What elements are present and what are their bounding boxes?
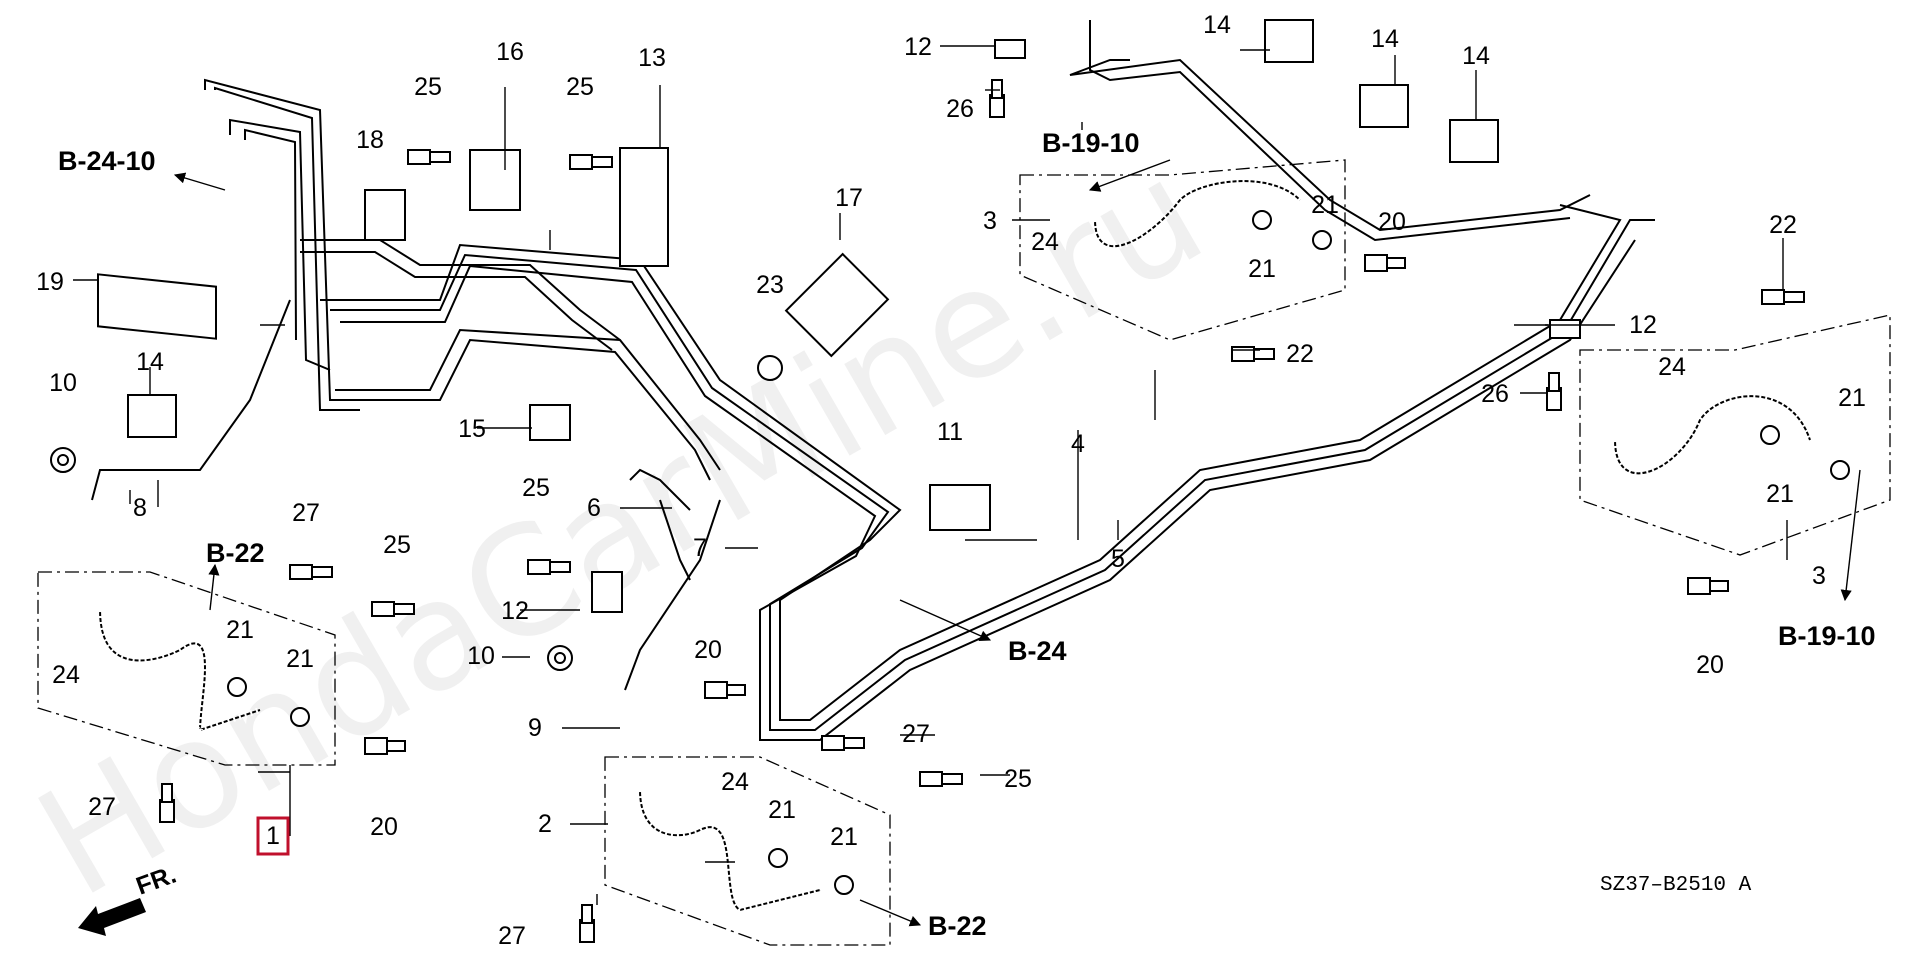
hose-assembly-3-lower-box (1579, 314, 1891, 556)
callout-16: 16 (496, 38, 524, 66)
callout-25e: 25 (1004, 765, 1032, 793)
callout-25b: 25 (566, 73, 594, 101)
callout-23: 23 (756, 271, 784, 299)
callout-6: 6 (587, 494, 601, 522)
diagram-code: SZ37–B2510 A (1600, 874, 1752, 897)
callout-20b: 20 (694, 636, 722, 664)
callout-8: 8 (133, 494, 147, 522)
callout-7: 7 (693, 534, 707, 562)
callout-18: 18 (356, 126, 384, 154)
callout-27d: 27 (498, 922, 526, 950)
callout-27b: 27 (88, 793, 116, 821)
callout-20a: 20 (370, 813, 398, 841)
callout-22a: 22 (1286, 340, 1314, 368)
hose-assembly-2-box (604, 756, 891, 946)
hose-assembly-1-box (37, 571, 336, 766)
callout-15: 15 (458, 415, 486, 443)
callout-3a: 3 (983, 207, 997, 235)
callout-21h: 21 (1838, 384, 1866, 412)
ref-b-19-10-upper[interactable]: B-19-10 (1042, 128, 1140, 158)
callout-14b: 14 (1371, 25, 1399, 53)
brake-line-bundle (91, 20, 1655, 741)
callout-12b: 12 (1629, 311, 1657, 339)
callout-10b: 10 (467, 642, 495, 670)
callout-14c: 14 (1462, 42, 1490, 70)
callout-26b: 26 (1481, 380, 1509, 408)
ref-b-19-10-right[interactable]: B-19-10 (1778, 621, 1876, 651)
callout-1-highlight (256, 816, 290, 856)
callout-2: 2 (538, 810, 552, 838)
part-glyphs (50, 19, 1850, 943)
callout-21g: 21 (1766, 480, 1794, 508)
callout-labels: 1 2 3 3 4 5 6 7 8 9 10 10 11 12 12 12 13… (36, 11, 1866, 950)
callout-21f: 21 (1311, 191, 1339, 219)
callout-11: 11 (937, 418, 963, 446)
callout-5: 5 (1111, 545, 1125, 573)
callout-4: 4 (1071, 430, 1085, 458)
callout-9: 9 (528, 714, 542, 742)
callout-19: 19 (36, 268, 64, 296)
callout-1: 1 (266, 822, 280, 850)
callout-14a: 14 (1203, 11, 1231, 39)
ref-b-24[interactable]: B-24 (1008, 636, 1067, 666)
callout-24c: 24 (1031, 228, 1059, 256)
callout-10a: 10 (49, 369, 77, 397)
callout-12a: 12 (904, 33, 932, 61)
callout-21c: 21 (768, 796, 796, 824)
callout-25a: 25 (414, 73, 442, 101)
callout-22b: 22 (1769, 211, 1797, 239)
callout-13: 13 (638, 44, 666, 72)
callout-20c: 20 (1378, 208, 1406, 236)
callout-24b: 24 (721, 768, 749, 796)
callout-21b: 21 (286, 645, 314, 673)
callout-27a: 27 (292, 499, 320, 527)
callout-20d: 20 (1696, 651, 1724, 679)
ref-b-24-10[interactable]: B-24-10 (58, 146, 156, 176)
callout-25d: 25 (522, 474, 550, 502)
callout-21e: 21 (1248, 255, 1276, 283)
callout-14d: 14 (136, 348, 164, 376)
leader-lines (73, 45, 1861, 927)
callout-21d: 21 (830, 823, 858, 851)
callout-24d: 24 (1658, 353, 1686, 381)
ref-b-22-left[interactable]: B-22 (206, 538, 265, 568)
callout-24a: 24 (52, 661, 80, 689)
callout-26a: 26 (946, 95, 974, 123)
callout-12c: 12 (501, 597, 529, 625)
section-references[interactable]: B-24-10 B-19-10 B-22 B-24 B-22 B-19-10 (58, 128, 1876, 941)
callout-25c: 25 (383, 531, 411, 559)
callout-3b: 3 (1812, 562, 1826, 590)
callout-17: 17 (835, 184, 863, 212)
callout-27c: 27 (902, 720, 930, 748)
callout-21a: 21 (226, 616, 254, 644)
ref-b-22-bottom[interactable]: B-22 (928, 911, 987, 941)
